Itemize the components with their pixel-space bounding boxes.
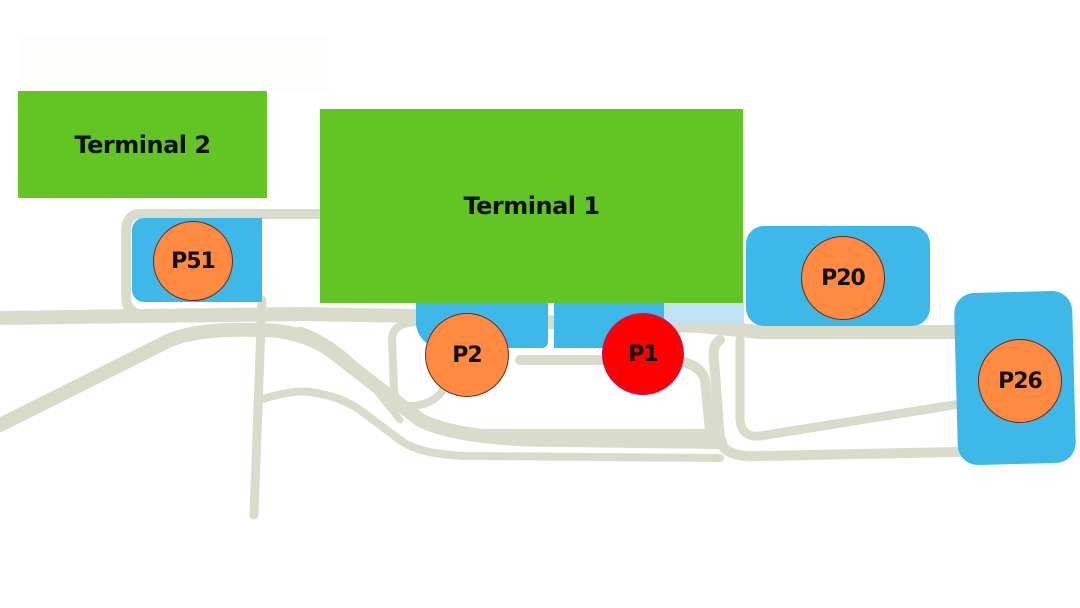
terminal-2-building[interactable]: Terminal 2 bbox=[18, 91, 267, 198]
road-right-loop-inner bbox=[735, 335, 965, 441]
terminal-1-label: Terminal 1 bbox=[463, 192, 600, 220]
road-p51-loop bbox=[121, 209, 325, 319]
road-diagonal-left bbox=[0, 322, 727, 449]
parking-marker-p2[interactable]: P2 bbox=[425, 313, 509, 397]
terminal-1-building[interactable]: Terminal 1 bbox=[320, 109, 743, 303]
parking-marker-p26[interactable]: P26 bbox=[978, 339, 1062, 423]
parking-marker-p20[interactable]: P20 bbox=[801, 236, 885, 320]
road-inner-link bbox=[417, 417, 723, 435]
road-ramp bbox=[296, 326, 404, 424]
parking-marker-p51[interactable]: P51 bbox=[153, 221, 233, 301]
road-p2-loop bbox=[388, 318, 449, 410]
parking-lot-light-area bbox=[664, 302, 744, 324]
terminal-2-label: Terminal 2 bbox=[74, 130, 211, 159]
parking-marker-p1[interactable]: P1 bbox=[602, 313, 684, 395]
faint-block bbox=[18, 34, 328, 94]
road-lower-curve bbox=[256, 387, 724, 462]
road-right-loop-outer bbox=[708, 335, 965, 462]
